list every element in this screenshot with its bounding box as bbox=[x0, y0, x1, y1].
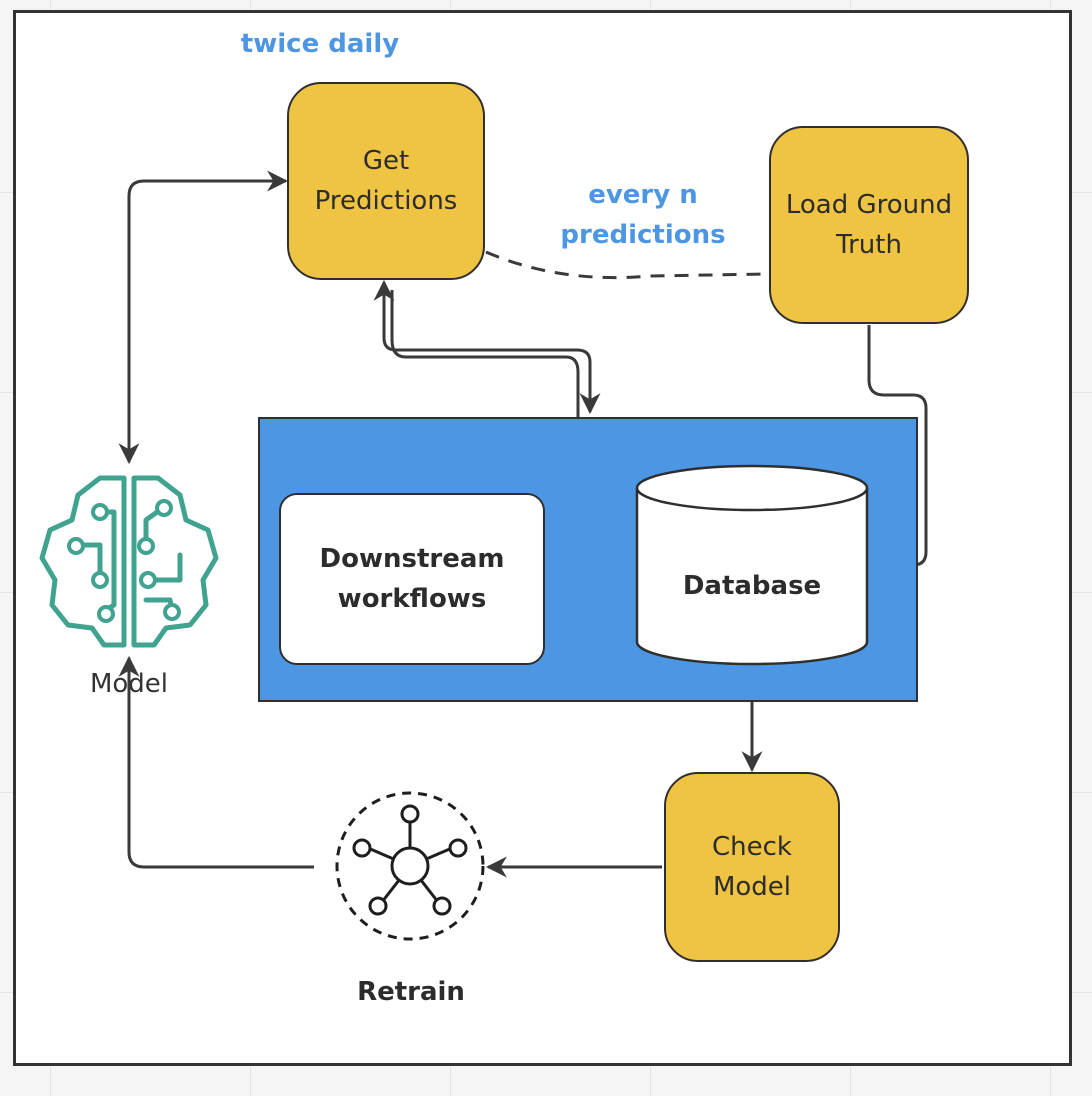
model-label: Model bbox=[89, 669, 169, 699]
schedule-label: twice daily bbox=[240, 29, 400, 59]
database-label: Database bbox=[682, 571, 822, 601]
edge-ground-truth-database bbox=[867, 325, 928, 576]
downstream-workflows-node[interactable]: Downstream workflows bbox=[279, 493, 545, 665]
edge-get-predictions-model bbox=[118, 170, 289, 465]
load-ground-truth-node[interactable]: Load Ground Truth bbox=[769, 126, 969, 324]
edge-retrain-model bbox=[118, 655, 314, 869]
get-predictions-node[interactable]: Get Predictions bbox=[287, 82, 485, 280]
edge-get-predictions-database bbox=[373, 279, 601, 415]
ground-truth-trigger-label: every n predictions bbox=[560, 180, 726, 250]
retrain-label: Retrain bbox=[357, 977, 465, 1007]
check-model-node[interactable]: Check Model bbox=[664, 772, 840, 962]
edge-dashed-ground-truth bbox=[485, 250, 769, 280]
